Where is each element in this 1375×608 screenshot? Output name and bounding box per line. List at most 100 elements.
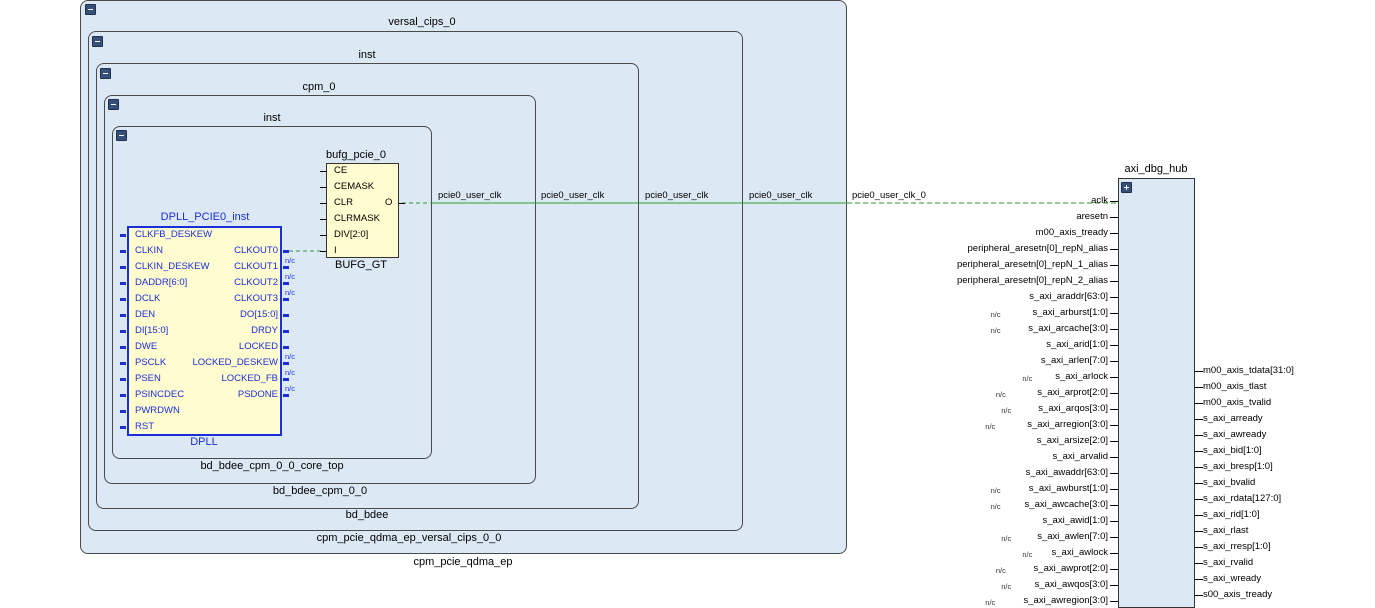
axi-pin-label: s_axi_rresp[1:0] <box>1203 541 1271 552</box>
axi-pin-stub <box>1195 419 1203 420</box>
axi-pin-label: s_axi_awcache[3:0] <box>1024 499 1108 510</box>
axi-pin-stub <box>1110 345 1118 346</box>
axi-pin-label: peripheral_aresetn[0]_repN_alias <box>967 243 1108 254</box>
dpll-pin-stub <box>120 378 126 381</box>
dpll-pin-stub <box>283 250 289 253</box>
axi-pin-label: s_axi_arlock <box>1055 371 1108 382</box>
axi-pin-stub <box>1110 569 1118 570</box>
dpll-pin-label: CLKOUT2 <box>234 277 278 288</box>
dpll-cell[interactable] <box>127 226 282 436</box>
axi-pin-stub <box>1110 457 1118 458</box>
axi-pin-stub <box>1195 451 1203 452</box>
axi-title: axi_dbg_hub <box>1124 163 1188 175</box>
axi-pin-label: s_axi_awburst[1:0] <box>1028 483 1108 494</box>
bufg-pin-stub <box>320 235 326 236</box>
collapse-icon[interactable] <box>92 36 103 47</box>
axi-pin-stub <box>1110 249 1118 250</box>
nc-label: n/c <box>1022 374 1033 383</box>
bufg-pin-label: CE <box>334 165 348 176</box>
nc-label: n/c <box>995 566 1006 575</box>
axi-pin-label: s_axi_arqos[3:0] <box>1038 403 1108 414</box>
axi-pin-stub <box>1195 387 1203 388</box>
collapse-icon[interactable] <box>116 130 127 141</box>
axi-pin-label: s_axi_rdata[127:0] <box>1203 493 1282 504</box>
dpll-pin-label: DO[15:0] <box>239 309 278 320</box>
nc-label: n/c <box>990 502 1001 511</box>
hier-label-l2: inst <box>358 49 376 61</box>
dpll-pin-label: DWE <box>135 341 158 352</box>
dpll-pin-label: PWRDWN <box>135 405 180 416</box>
collapse-icon[interactable] <box>100 68 111 79</box>
axi-pin-label: s_axi_awprot[2:0] <box>1033 563 1108 574</box>
dpll-pin-stub <box>120 346 126 349</box>
dpll-pin-stub <box>283 378 289 381</box>
axi-pin-label: aclk <box>1091 195 1108 206</box>
dpll-pin-stub <box>120 426 126 429</box>
nc-label: n/c <box>985 422 996 431</box>
axi-pin-stub <box>1110 601 1118 602</box>
axi-pin-label: s_axi_arregion[3:0] <box>1027 419 1108 430</box>
net-label: pcie0_user_clk <box>749 190 813 201</box>
bufg-pin-stub <box>320 251 326 252</box>
axi-pin-label: s_axi_awready <box>1203 429 1267 440</box>
axi-pin-label: s_axi_arprot[2:0] <box>1037 387 1108 398</box>
dpll-pin-label: DEN <box>135 309 156 320</box>
dpll-pin-label: CLKIN_DESKEW <box>135 261 210 272</box>
axi-pin-stub <box>1110 537 1118 538</box>
hier-label-l1: versal_cips_0 <box>388 16 456 28</box>
dpll-pin-stub <box>120 362 126 365</box>
axi-pin-stub <box>1110 377 1118 378</box>
nc-label: n/c <box>285 288 296 297</box>
dpll-pin-stub <box>120 234 126 237</box>
axi-pin-label: s_axi_arvalid <box>1052 451 1108 462</box>
axi-pin-stub <box>1110 473 1118 474</box>
axi-pin-label: m00_axis_tlast <box>1203 381 1267 392</box>
bufg-title: bufg_pcie_0 <box>326 149 386 161</box>
dpll-pin-label: DCLK <box>135 293 161 304</box>
dpll-pin-stub <box>283 298 289 301</box>
axi-pin-stub <box>1110 313 1118 314</box>
nc-label: n/c <box>285 384 296 393</box>
axi-pin-label: s_axi_awlen[7:0] <box>1037 531 1108 542</box>
dpll-pin-stub <box>120 282 126 285</box>
axi-dbg-hub-cell[interactable] <box>1118 178 1195 608</box>
dpll-pin-stub <box>283 266 289 269</box>
axi-pin-label: s_axi_awid[1:0] <box>1042 515 1108 526</box>
axi-pin-label: m00_axis_tdata[31:0] <box>1203 365 1294 376</box>
nc-label: n/c <box>1001 406 1012 415</box>
dpll-pin-stub <box>120 266 126 269</box>
expand-icon[interactable] <box>1121 182 1132 193</box>
dpll-pin-label: PSEN <box>135 373 161 384</box>
axi-pin-stub <box>1195 531 1203 532</box>
axi-pin-label: s_axi_rid[1:0] <box>1203 509 1260 520</box>
dpll-pin-label: CLKFB_DESKEW <box>135 229 213 240</box>
axi-pin-stub <box>1110 521 1118 522</box>
axi-pin-stub <box>1195 467 1203 468</box>
net-label: pcie0_user_clk <box>438 190 502 201</box>
axi-pin-stub <box>1195 435 1203 436</box>
axi-pin-stub <box>1110 329 1118 330</box>
dpll-pin-stub <box>120 298 126 301</box>
axi-pin-label: s_axi_rlast <box>1203 525 1249 536</box>
axi-pin-stub <box>1195 499 1203 500</box>
axi-pin-stub <box>1195 483 1203 484</box>
dpll-pin-label: DRDY <box>251 325 278 336</box>
bufg-pin-label: O <box>385 197 393 208</box>
axi-pin-label: s_axi_awlock <box>1051 547 1109 558</box>
axi-pin-label: s_axi_awregion[3:0] <box>1023 595 1109 606</box>
axi-pin-stub <box>1110 233 1118 234</box>
dpll-pin-label: CLKIN <box>135 245 163 256</box>
bufg-pin-label: CLR <box>334 197 354 208</box>
axi-pin-label: s_axi_arid[1:0] <box>1046 339 1108 350</box>
hier-label-l4: inst <box>263 112 281 124</box>
dpll-pin-label: DI[15:0] <box>135 325 169 336</box>
nc-label: n/c <box>985 598 996 607</box>
dpll-pin-stub <box>120 410 126 413</box>
collapse-icon[interactable] <box>85 4 96 15</box>
bufg-cell[interactable] <box>326 163 399 258</box>
bufg-pin-stub <box>320 219 326 220</box>
collapse-icon[interactable] <box>108 99 119 110</box>
hier-label-l3: cpm_0 <box>302 81 336 93</box>
